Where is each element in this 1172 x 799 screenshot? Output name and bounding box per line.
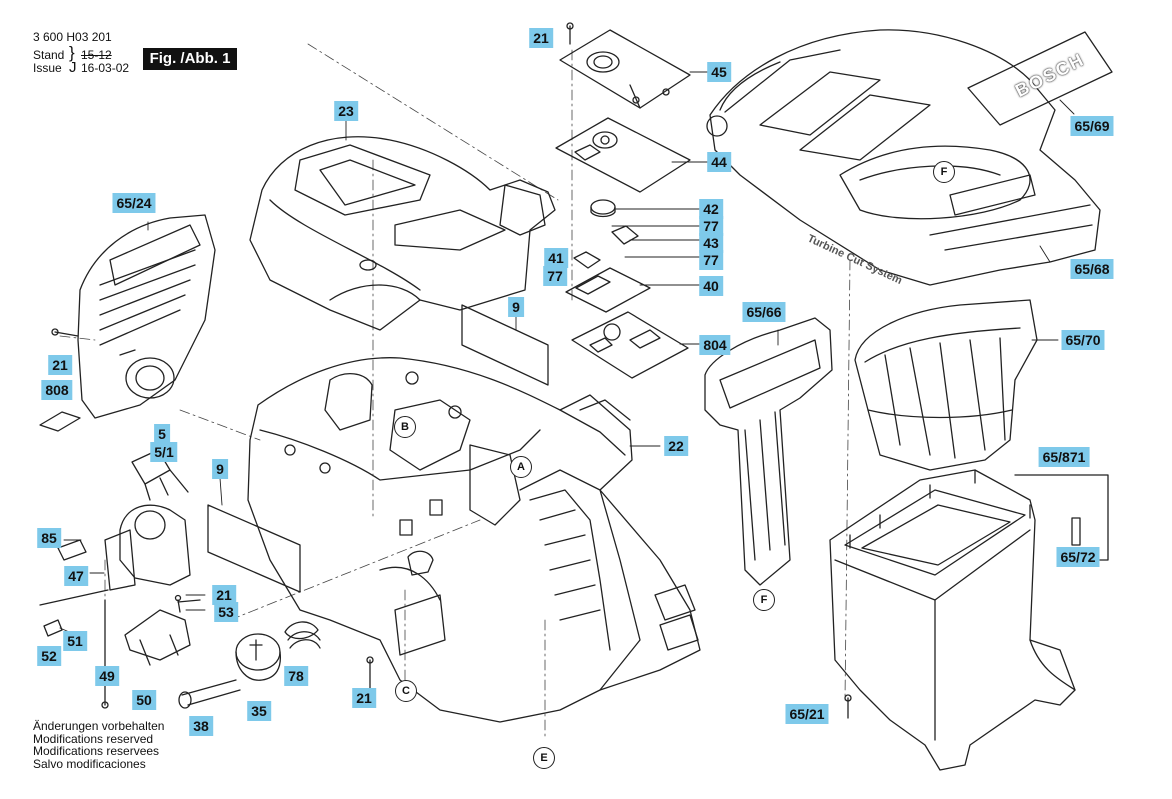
part-label: 38 bbox=[189, 716, 213, 736]
basket-65-70 bbox=[854, 299, 1038, 471]
container-65-871 bbox=[829, 469, 1109, 771]
part-label: 45 bbox=[707, 62, 731, 82]
part-label: 43 bbox=[699, 233, 723, 253]
part-label: 23 bbox=[334, 101, 358, 121]
reference-marker: B bbox=[394, 416, 416, 438]
part-label: 40 bbox=[699, 276, 723, 296]
pusher-65-66 bbox=[704, 317, 833, 586]
issue-value: 16-03-02 bbox=[81, 61, 130, 75]
part-label: 77 bbox=[699, 250, 723, 270]
top-cover-65-68 bbox=[706, 29, 1113, 286]
reference-marker: A bbox=[510, 456, 532, 478]
document-number: 3 600 H03 201 bbox=[33, 30, 112, 44]
part-label: 53 bbox=[214, 602, 238, 622]
part-label: 42 bbox=[699, 199, 723, 219]
stand-label: Stand bbox=[33, 48, 65, 62]
part-label: 22 bbox=[664, 436, 688, 456]
side-cover-65-24 bbox=[77, 214, 216, 419]
lower-housing-22 bbox=[247, 357, 701, 723]
part-label: 49 bbox=[95, 666, 119, 686]
part-label: 65/70 bbox=[1061, 330, 1105, 350]
note-line: Änderungen vorbehalten bbox=[33, 719, 165, 733]
part-label: 804 bbox=[699, 335, 731, 355]
part-label: 5 bbox=[154, 424, 170, 444]
part-label: 85 bbox=[37, 528, 61, 548]
note-line: Salvo modificaciones bbox=[33, 756, 146, 771]
label-plates-9 bbox=[207, 304, 549, 593]
part-label: 41 bbox=[544, 248, 568, 268]
part-label: 65/66 bbox=[742, 302, 786, 322]
bracket-glyph: } bbox=[69, 43, 75, 62]
part-label: 65/69 bbox=[1070, 116, 1114, 136]
guide-lines bbox=[59, 43, 851, 741]
small-parts-left bbox=[39, 328, 81, 432]
upper-housing-23 bbox=[249, 136, 556, 331]
figure-label: Fig. /Abb. 1 bbox=[143, 48, 237, 70]
part-label: 77 bbox=[543, 266, 567, 286]
note-line: Modifications reserved bbox=[33, 731, 154, 746]
reference-marker: E bbox=[533, 747, 555, 769]
issue-label: Issue bbox=[33, 61, 62, 75]
reference-marker: F bbox=[753, 589, 775, 611]
reference-marker: C bbox=[395, 680, 417, 702]
part-label: 9 bbox=[212, 459, 228, 479]
part-label: 65/21 bbox=[785, 704, 829, 724]
stand-old-value: 15-12 bbox=[81, 48, 112, 62]
part-label: 65/72 bbox=[1056, 547, 1100, 567]
part-label: 65/871 bbox=[1038, 447, 1090, 467]
plate-44 bbox=[555, 117, 691, 193]
knob-spring-bolt bbox=[178, 499, 443, 709]
part-label: 808 bbox=[41, 380, 73, 400]
plate-45 bbox=[559, 29, 691, 109]
note-line: Modifications reservees bbox=[33, 744, 160, 758]
screw-65-21 bbox=[844, 694, 852, 719]
part-label: 47 bbox=[64, 566, 88, 586]
screw-top-21 bbox=[566, 22, 574, 45]
part-label: 50 bbox=[132, 690, 156, 710]
reference-marker: F bbox=[933, 161, 955, 183]
part-label: 5/1 bbox=[150, 442, 178, 462]
part-label: 77 bbox=[699, 216, 723, 236]
mechanism-parts bbox=[39, 449, 201, 709]
part-label: 44 bbox=[707, 152, 731, 172]
part-label: 65/24 bbox=[112, 193, 156, 213]
part-label: 51 bbox=[63, 631, 87, 651]
switch-parts bbox=[565, 199, 689, 379]
part-label: 21 bbox=[352, 688, 376, 708]
part-label: 9 bbox=[508, 297, 524, 317]
part-label: 65/68 bbox=[1070, 259, 1114, 279]
part-label: 21 bbox=[212, 585, 236, 605]
bracket-glyph-2: J bbox=[69, 59, 77, 76]
part-label: 78 bbox=[284, 666, 308, 686]
part-label: 21 bbox=[529, 28, 553, 48]
part-label: 35 bbox=[247, 701, 271, 721]
leader-lines bbox=[59, 71, 1075, 636]
part-label: 52 bbox=[37, 646, 61, 666]
modification-notes: Änderungen vorbehalten Modifications res… bbox=[33, 720, 164, 770]
part-label: 21 bbox=[48, 355, 72, 375]
